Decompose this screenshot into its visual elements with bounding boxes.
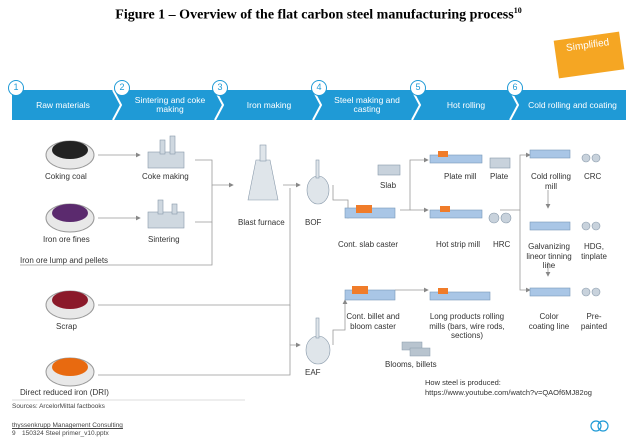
- slab-icon: [377, 164, 401, 176]
- coking-coal-label: Coking coal: [45, 172, 87, 181]
- billet-caster-icon: [344, 286, 396, 301]
- stage-number-2: 2: [114, 80, 130, 96]
- hrc-icon: [488, 212, 512, 224]
- stage-number-4: 4: [311, 80, 327, 96]
- crc-icon: [581, 153, 601, 163]
- how-steel-label: How steel is produced:: [425, 378, 501, 387]
- coke-plant-icon: [147, 135, 185, 169]
- stage-hot-rolling: Hot rolling: [446, 99, 486, 110]
- hot-strip-mill-icon: [429, 206, 483, 219]
- scrap-label: Scrap: [56, 322, 77, 331]
- prepainted-icon: [581, 287, 601, 297]
- stage-number-6: 6: [507, 80, 523, 96]
- stage-number-5: 5: [410, 80, 426, 96]
- company-name: thyssenkrupp Management Consulting: [12, 422, 123, 429]
- eaf-label: EAF: [305, 368, 321, 377]
- coking-coal-icon: [45, 140, 95, 170]
- stage-number-3: 3: [212, 80, 228, 96]
- iron-ore-icon: [45, 203, 95, 233]
- eaf-icon: [305, 317, 331, 365]
- stage-iron-making: Iron making: [246, 99, 292, 110]
- prepainted-label: Pre-painted: [580, 312, 608, 331]
- sinter-plant-icon: [147, 199, 185, 229]
- slab-caster-icon: [344, 205, 396, 219]
- color-coating-line-icon: [529, 287, 571, 297]
- crc-label: CRC: [584, 172, 602, 181]
- plate-label: Plate: [490, 172, 509, 181]
- hot-strip-mill-label: Hot strip mill: [436, 240, 481, 249]
- plate-mill-icon: [429, 151, 483, 164]
- blooms-icon: [401, 341, 431, 357]
- blast-furnace-icon: [247, 144, 279, 201]
- slab-label: Slab: [380, 181, 397, 190]
- cont-billet-caster-label: Cont. billet and bloom caster: [346, 312, 400, 331]
- iron-ore-fines-label: Iron ore fines: [43, 235, 90, 244]
- stage-cold-rolling: Cold rolling and coating: [528, 99, 617, 110]
- cont-slab-caster-label: Cont. slab caster: [338, 240, 399, 249]
- hdg-label: HDG, tinplate: [581, 242, 607, 261]
- galvanizing-label: Galvanizing lineor tinning line: [526, 242, 572, 270]
- stage-raw-materials: Raw materials: [36, 99, 90, 110]
- page-number: 9: [12, 430, 16, 437]
- sintering-label: Sintering: [148, 235, 180, 244]
- plate-mill-label: Plate mill: [444, 172, 477, 181]
- thyssenkrupp-logo-icon: [590, 420, 609, 432]
- plate-icon: [489, 157, 511, 169]
- stage-number-1: 1: [8, 80, 24, 96]
- color-coating-label: Color coating line: [528, 312, 570, 331]
- dri-label: Direct reduced iron (DRI): [20, 388, 109, 397]
- figure-title: Figure 1 – Overview of the flat carbon s…: [115, 6, 522, 23]
- galvanizing-line-icon: [529, 221, 571, 231]
- file-name: 150324 Steel primer_v10.pptx: [22, 430, 109, 437]
- long-products-mill-icon: [429, 288, 491, 301]
- stage-steel-making: Steel making and casting: [334, 95, 400, 114]
- cold-rolling-mill-label: Cold rolling mill: [530, 172, 572, 191]
- stage-sintering: Sintering and coke making: [134, 95, 206, 114]
- blast-furnace-label: Blast furnace: [238, 218, 285, 227]
- video-link[interactable]: https://www.youtube.com/watch?v=QAOf6MJ8…: [425, 388, 592, 397]
- dri-icon: [45, 357, 95, 387]
- sources-note: Sources: ArcelorMittal factbooks: [12, 403, 105, 410]
- blooms-billets-label: Blooms, billets: [385, 360, 437, 369]
- bof-icon: [306, 159, 330, 205]
- iron-ore-lump-label: Iron ore lump and pellets: [20, 256, 109, 265]
- hrc-label: HRC: [493, 240, 511, 249]
- scrap-icon: [45, 290, 95, 320]
- bof-label: BOF: [305, 218, 322, 227]
- hdg-icon: [581, 221, 601, 231]
- long-products-label: Long products rolling mills (bars, wire …: [429, 312, 505, 340]
- cold-rolling-mill-icon: [529, 149, 571, 159]
- coke-making-label: Coke making: [142, 172, 189, 181]
